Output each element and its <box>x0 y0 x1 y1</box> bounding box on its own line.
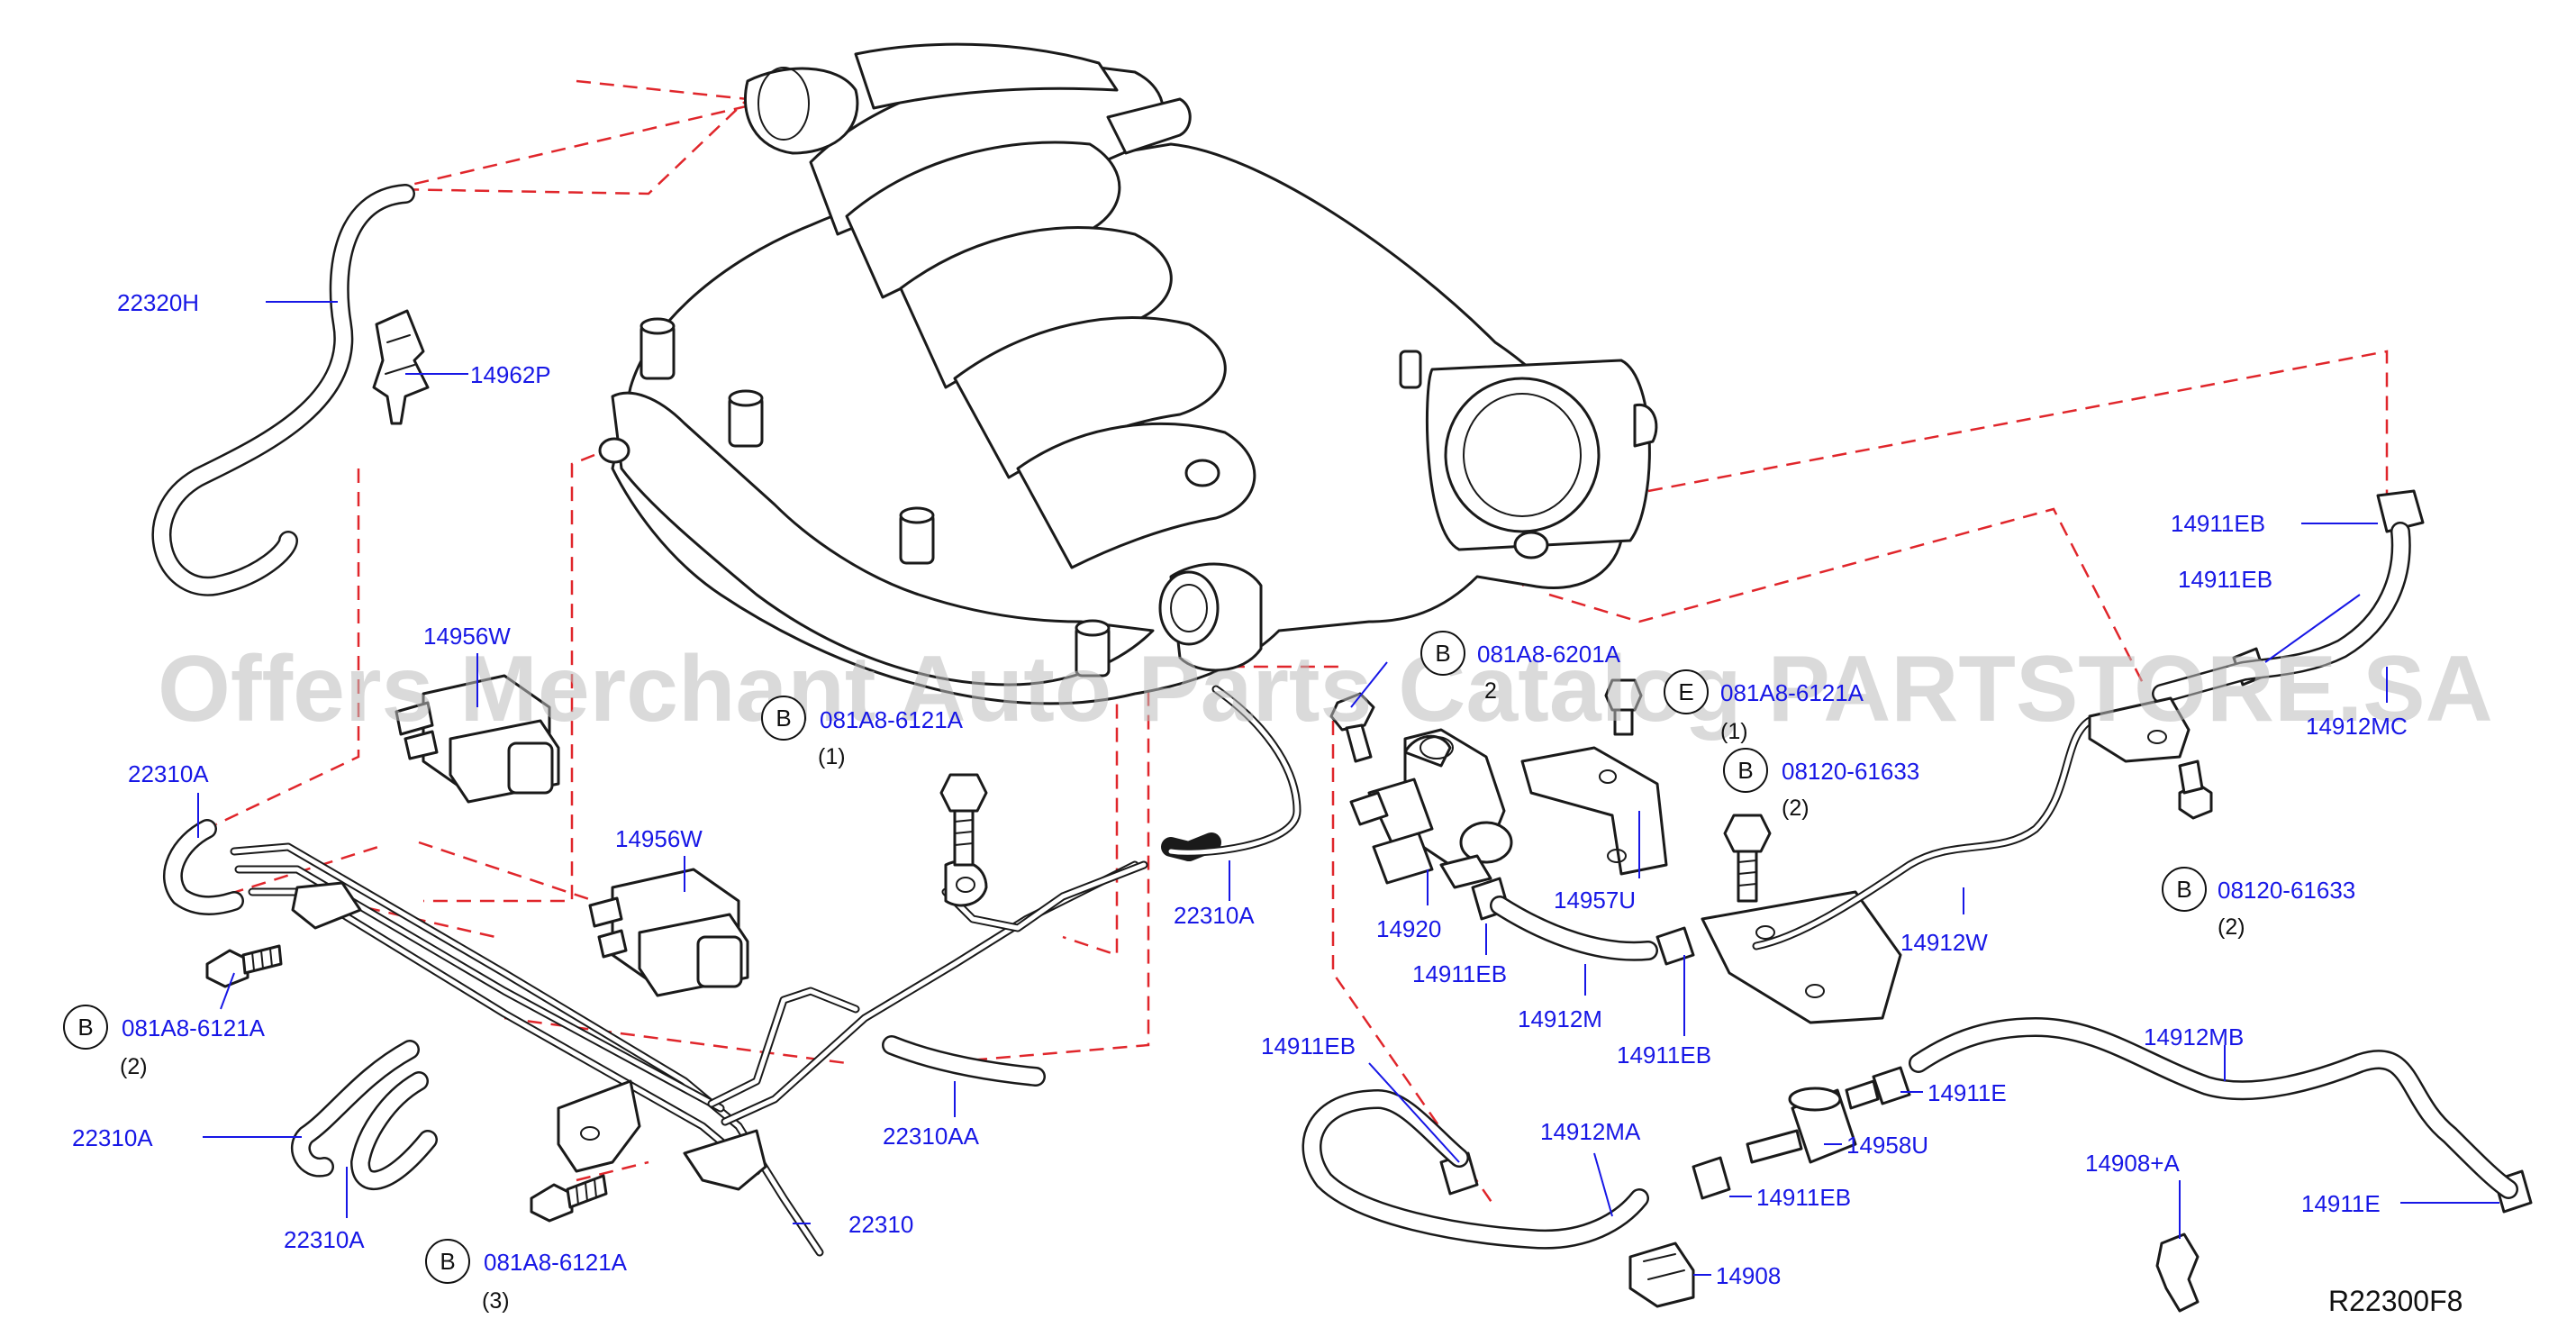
hose-14912ma[interactable] <box>1302 1089 1649 1250</box>
label-22310a-left[interactable]: 22310A <box>128 760 209 787</box>
label-14912mc[interactable]: 14912MC <box>2306 713 2408 740</box>
label-14912mb[interactable]: 14912MB <box>2144 1023 2244 1050</box>
diagram-reference: R22300F8 <box>2328 1285 2463 1317</box>
label-bolt-top[interactable]: 081A8-6201A <box>1477 641 1621 668</box>
hoses-22310a[interactable] <box>162 819 1221 1190</box>
bolt-marker-mid <box>1723 748 1768 793</box>
bolt-marker-center <box>761 696 806 741</box>
label-22310[interactable]: 22310 <box>848 1211 913 1238</box>
solenoid-14956w-upper[interactable] <box>395 674 560 804</box>
label-bolt-left[interactable]: 081A8-6121A <box>122 1014 266 1041</box>
watermark: Offers Merchant Auto Parts Catalog PARTS… <box>158 637 2493 741</box>
label-22310aa[interactable]: 22310AA <box>883 1123 980 1150</box>
label-14911eb-a[interactable]: 14911EB <box>1412 960 1507 987</box>
svg-text:B: B <box>440 1248 455 1275</box>
valve-14920[interactable] <box>1349 728 1513 889</box>
bracket-14957u[interactable] <box>1520 746 1668 876</box>
label-14908[interactable]: 14908 <box>1716 1262 1781 1289</box>
label-bolt-right[interactable]: 08120-61633 <box>2218 877 2355 904</box>
bolt-markers: B B B B E B B <box>63 631 2207 1284</box>
bolt-center[interactable] <box>939 773 988 867</box>
part-labels: 22320H 14962P 14956W 22310A 14956W 22310… <box>72 289 2408 1289</box>
intake-manifold[interactable] <box>598 42 1658 705</box>
qty-e: (1) <box>1720 719 1748 744</box>
svg-text:B: B <box>2176 876 2191 903</box>
label-14962p[interactable]: 14962P <box>470 361 551 388</box>
label-14912w[interactable]: 14912W <box>1900 929 1988 956</box>
label-14956w-lower[interactable]: 14956W <box>615 825 703 852</box>
solenoid-14956w-lower[interactable] <box>588 868 749 997</box>
hose-14912mb[interactable] <box>1909 1017 2518 1199</box>
bolt-e[interactable] <box>1604 678 1643 736</box>
label-14911eb-e[interactable]: 14911EB <box>2171 510 2265 537</box>
bolts <box>205 678 2213 1223</box>
svg-text:E: E <box>1678 678 1693 705</box>
bolt-top[interactable] <box>1329 692 1375 763</box>
hose-14912m[interactable] <box>1490 896 1658 961</box>
bolt-marker-low <box>425 1239 470 1284</box>
bolt-left[interactable] <box>205 944 283 988</box>
qty-center: (1) <box>818 744 846 769</box>
svg-text:B: B <box>776 705 791 732</box>
label-14911eb-d[interactable]: 14911EB <box>1756 1184 1851 1211</box>
label-bolt-low[interactable]: 081A8-6121A <box>484 1249 628 1276</box>
label-14956w-upper[interactable]: 14956W <box>423 623 511 650</box>
bolt-mid[interactable] <box>1723 814 1772 903</box>
label-14911e-a[interactable]: 14911E <box>1927 1079 2007 1106</box>
svg-text:B: B <box>1737 757 1753 784</box>
qty-low: (3) <box>482 1288 510 1314</box>
bolt-marker-right <box>2162 867 2207 912</box>
label-14957u[interactable]: 14957U <box>1554 887 1636 914</box>
bolt-marker-top <box>1420 631 1465 676</box>
label-14911e-b[interactable]: 14911E <box>2301 1190 2381 1217</box>
svg-text:B: B <box>1435 640 1450 667</box>
label-14911eb-b[interactable]: 14911EB <box>1617 1041 1711 1069</box>
bolt-marker-e <box>1664 669 1709 714</box>
qty-left: (2) <box>120 1054 148 1079</box>
label-bolt-e[interactable]: 081A8-6121A <box>1720 679 1864 706</box>
label-bolt-mid[interactable]: 08120-61633 <box>1782 758 1919 785</box>
label-14911eb-f[interactable]: 14911EB <box>2178 566 2272 593</box>
bolt-low[interactable] <box>530 1174 608 1223</box>
label-22320h[interactable]: 22320H <box>117 289 199 316</box>
tube-assembly-22310[interactable] <box>230 842 1148 1257</box>
label-14958u[interactable]: 14958U <box>1846 1132 1928 1159</box>
label-14908a[interactable]: 14908+A <box>2085 1150 2180 1177</box>
label-22310a-low2[interactable]: 22310A <box>284 1226 365 1253</box>
hose-22320h[interactable] <box>151 184 415 596</box>
svg-text:B: B <box>77 1014 93 1041</box>
clip-14962p[interactable] <box>372 309 430 425</box>
leader-lines <box>197 301 2499 1276</box>
quantities: (2) (1) (3) 2 (1) (2) (2) <box>120 678 2245 1314</box>
hose-14912mc[interactable] <box>2088 522 2411 763</box>
label-bolt-center[interactable]: 081A8-6121A <box>820 706 964 733</box>
qty-top: 2 <box>1484 678 1497 704</box>
tube-22310a-mid[interactable] <box>1166 685 1302 857</box>
label-14912ma[interactable]: 14912MA <box>1540 1118 1641 1145</box>
bolt-right[interactable] <box>2178 759 2213 820</box>
label-14920[interactable]: 14920 <box>1376 915 1441 942</box>
label-14912m[interactable]: 14912M <box>1518 1005 1602 1032</box>
holder-14908[interactable] <box>1628 1242 1695 1308</box>
qty-mid: (2) <box>1782 796 1810 821</box>
tube-14912w[interactable] <box>1701 716 2184 1024</box>
label-22310a-low1[interactable]: 22310A <box>72 1124 153 1151</box>
bolt-marker-left <box>63 1005 108 1050</box>
clip-14908a[interactable] <box>2155 1232 2200 1313</box>
qty-right: (2) <box>2218 914 2245 940</box>
label-14911eb-c[interactable]: 14911EB <box>1261 1032 1356 1060</box>
label-22310a-mid[interactable]: 22310A <box>1174 902 1255 929</box>
